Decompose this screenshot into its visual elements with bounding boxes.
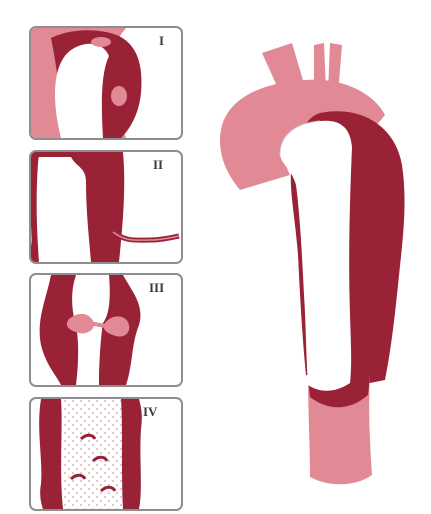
panel-2-label: II xyxy=(153,157,163,173)
panel-type-3: III xyxy=(29,273,183,387)
panel-1-label: I xyxy=(159,33,164,49)
stent-graft xyxy=(280,121,352,391)
panel-type-1: I xyxy=(29,26,183,140)
aorta-stent-graft-illustration xyxy=(210,35,420,495)
panel-type-4: IV xyxy=(29,397,183,511)
panel-4-label: IV xyxy=(143,404,157,420)
panel-3-label: III xyxy=(149,280,164,296)
panel-type-2: II xyxy=(29,150,183,264)
panel-4-illustration xyxy=(31,399,181,509)
